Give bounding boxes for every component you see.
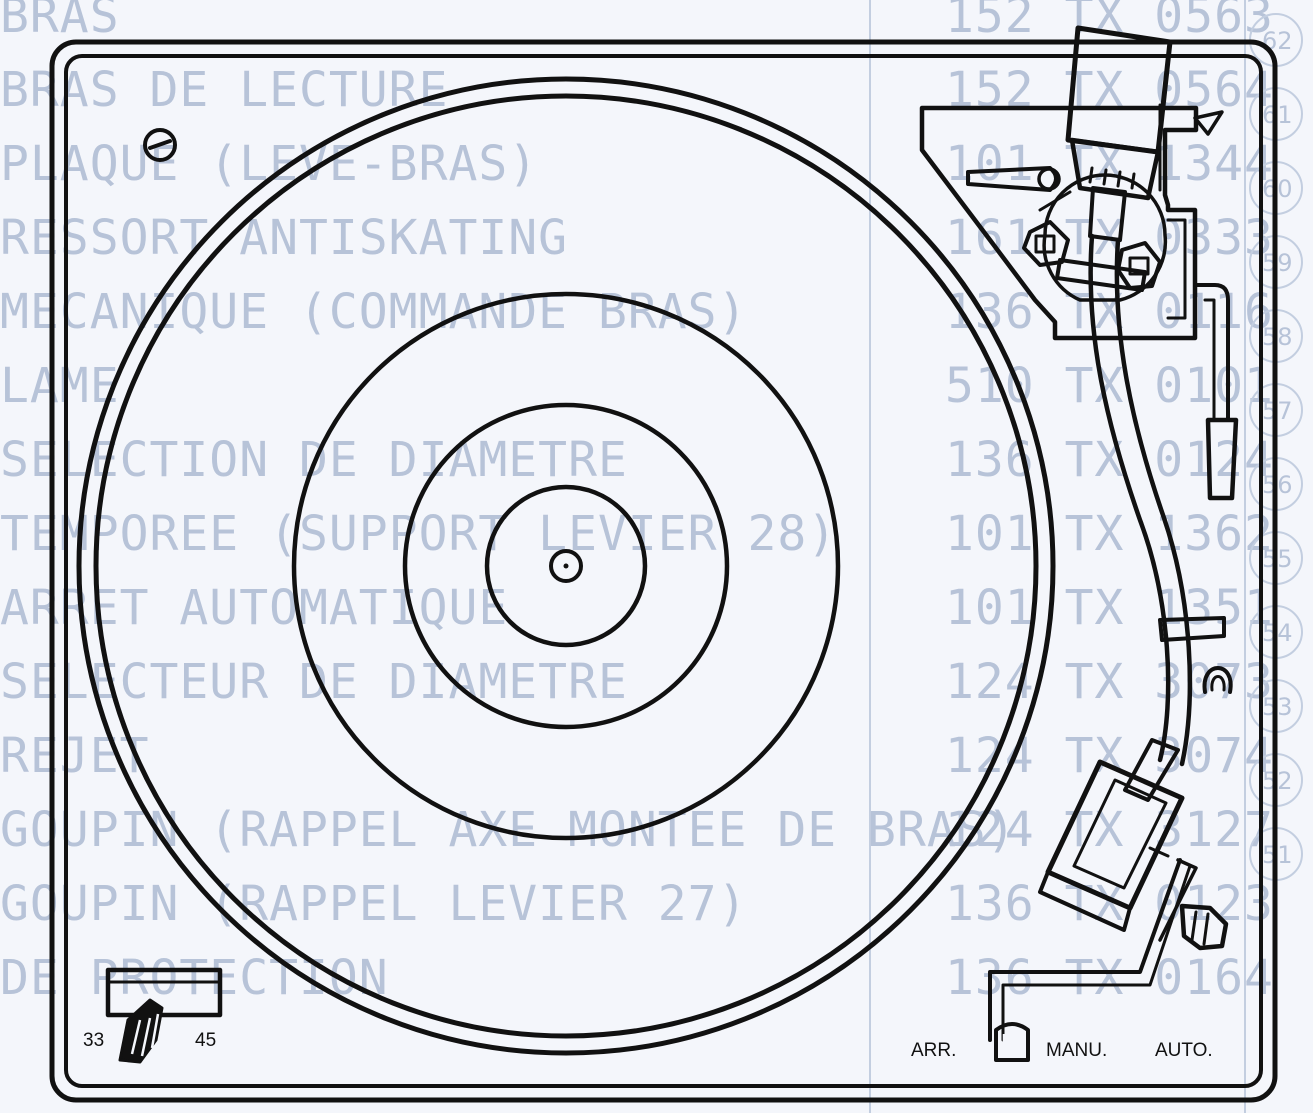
headshell (1038, 738, 1229, 951)
speed-label-45: 45 (195, 1030, 216, 1051)
record-label (484, 484, 648, 648)
mode-label-auto: AUTO. (1155, 1040, 1213, 1061)
ghost-part-name: TEMPOREE (SUPPORT LEVIER 28) (0, 506, 837, 562)
ghost-part-number: 124 TX 3074 (945, 728, 1274, 784)
spindle-center (563, 563, 569, 569)
speed-knob-icon[interactable] (118, 998, 164, 1064)
ghost-part-name: PLAQUE (LEVE-BRAS) (0, 136, 538, 192)
platter[interactable] (76, 76, 1056, 1056)
record-ring-large (291, 291, 841, 841)
ghost-part-number: 510 TX 0101 (945, 358, 1274, 414)
arm-rest (1193, 283, 1239, 501)
mode-selector[interactable] (988, 858, 1192, 1062)
mode-label-manual: MANU. (1046, 1040, 1107, 1061)
ghost-part-name: MECANIQUE (COMMANDE BRAS) (0, 284, 747, 340)
plinth-inner-frame (64, 54, 1263, 1088)
screw-icon (143, 128, 177, 162)
spindle (549, 549, 583, 583)
ghost-left-column: BRAS BRAS DE LECTURE PLAQUE (LEVE-BRAS) RES… (0, 0, 1016, 1006)
ghost-part-name: ARRET AUTOMATIQUE (0, 580, 508, 636)
ghost-part-number: 136 TX 0164 (945, 950, 1274, 1006)
ghost-part-number: 136 TX 0116 (945, 284, 1274, 340)
ghost-part-name: BRAS DE LECTURE (0, 62, 448, 118)
plinth-outer-frame (49, 39, 1278, 1103)
ghost-part-number: 124 TX 3073 (945, 654, 1274, 710)
platter-mat-edge (93, 93, 1039, 1039)
ghost-part-name: BRAS (0, 0, 120, 44)
ghost-part-number: 101 TX 1351 (945, 580, 1274, 636)
ghost-part-number: 136 TX 0124 (945, 432, 1274, 488)
ghost-part-name: GOUPIN (RAPPEL LEVIER 27) (0, 876, 747, 932)
ghost-part-name: RESSORT ANTISKATING (0, 210, 568, 266)
ghost-part-number: 124 TX 3127 (945, 802, 1274, 858)
tonearm-tube (1088, 233, 1233, 767)
ghost-part-name: DE PROTECTION (0, 950, 389, 1006)
mode-label-stop: ARR. (911, 1040, 956, 1061)
ghost-part-name: LAME (0, 358, 120, 414)
record-ring-medium (402, 402, 730, 730)
speed-label-33: 33 (83, 1030, 104, 1051)
ghost-part-number: 152 TX 0563 (945, 0, 1274, 44)
ghost-part-number: 101 TX 1362 (945, 506, 1274, 562)
platter-rim (76, 76, 1056, 1056)
counterweight (1065, 25, 1173, 242)
mode-knob-icon[interactable] (994, 1022, 1030, 1062)
speed-selector[interactable] (105, 967, 223, 1064)
